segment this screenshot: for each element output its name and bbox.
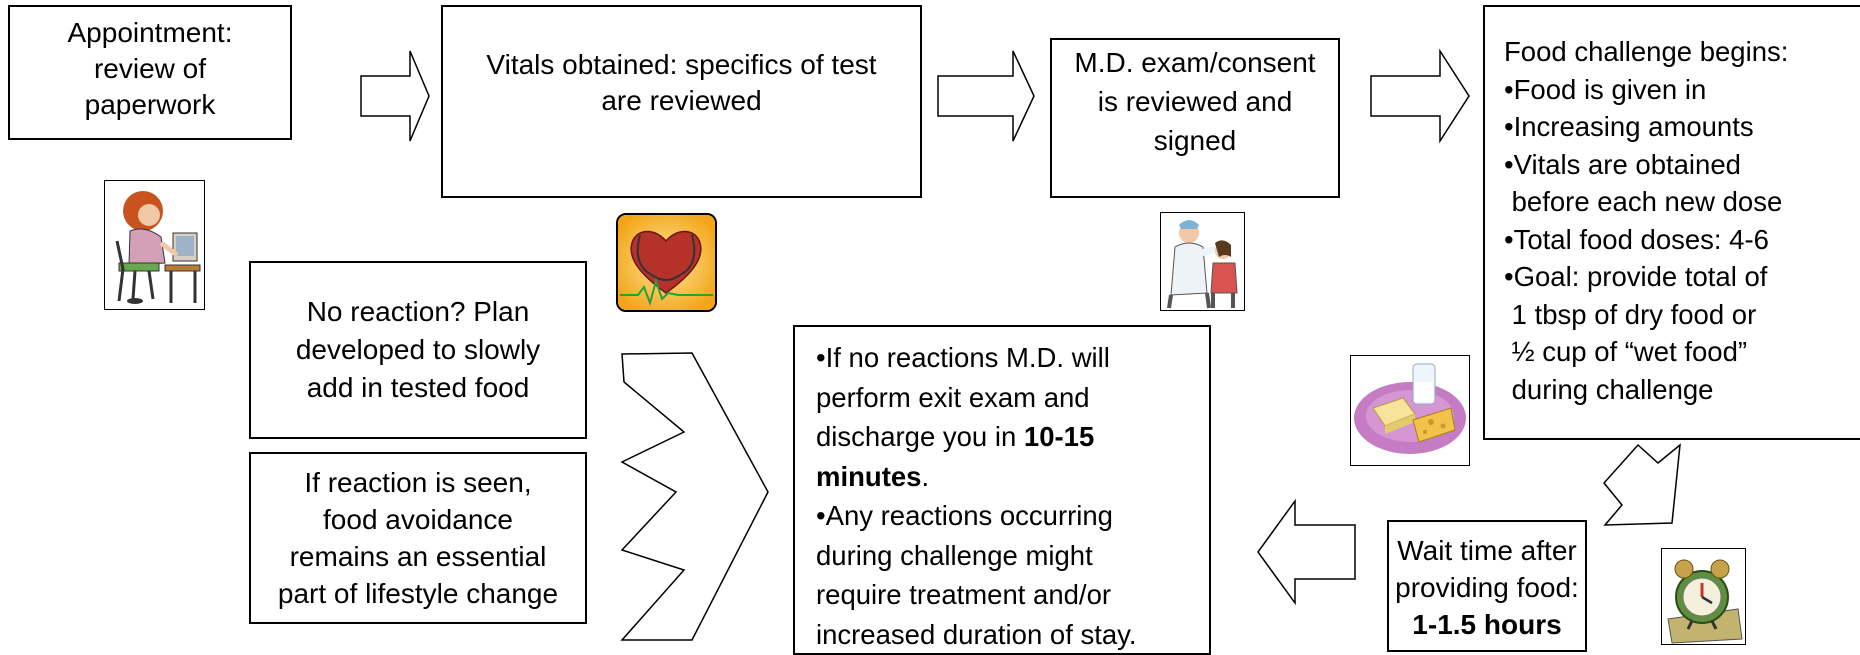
food-challenge-line-1: Food challenge begins: [1504,36,1789,67]
exit-line-3: discharge you in 10-15 [816,417,1209,457]
appointment-step-box: Appointment: review of paperwork [8,5,292,140]
woman-at-computer-icon [104,180,205,310]
md-exam-step-box: M.D. exam/consent is reviewed and signed [1050,38,1340,198]
wait-time-line-2: providing food: [1395,571,1579,603]
no-reaction-outcome-box: No reaction? Plan developed to slowly ad… [249,261,587,439]
food-challenge-line-10: during challenge [1504,373,1714,405]
arrow-icon [360,50,430,142]
md-exam-line-3: signed [1153,125,1237,156]
exit-discharge-minutes: 10-15 [1023,421,1095,452]
exit-line-1: •If no reactions M.D. will [816,342,1110,373]
exit-line-7: require treatment and/or [816,579,1112,610]
no-reaction-line-2: developed to slowly [295,334,541,365]
food-challenge-step-box: Food challenge begins: •Food is given in… [1483,5,1860,440]
food-challenge-line-9: ½ cup of “wet food” [1504,336,1748,367]
appointment-line-2: review of [93,52,207,84]
food-challenge-line-2: •Food is given in [1504,73,1707,105]
no-reaction-line-3: add in tested food [306,372,530,403]
reaction-seen-line-1: If reaction is seen, [304,467,532,498]
arrow-icon [1370,48,1470,144]
appointment-line-1: Appointment: [67,16,233,48]
exit-minutes-word: minutes [816,460,922,492]
arrow-icon [620,352,769,641]
vitals-line-2: are reviewed [601,85,762,116]
heart-stethoscope-icon [616,213,717,312]
wait-time-line-1: Wait time after [1397,534,1577,566]
arrow-icon [1257,498,1356,606]
exit-line-8: increased duration of stay. [816,618,1137,650]
reaction-seen-line-4: part of lifestyle change [277,578,559,609]
milk-cheese-plate-icon [1350,355,1470,466]
no-reaction-line-1: No reaction? Plan [306,296,530,327]
appointment-line-3: paperwork [84,88,216,120]
vitals-line-1: Vitals obtained: specifics of test [486,49,877,80]
food-challenge-line-8: 1 tbsp of dry food or [1504,298,1757,330]
food-challenge-line-7: •Goal: provide total of [1504,261,1768,292]
food-challenge-line-3: •Increasing amounts [1504,111,1754,142]
food-challenge-line-5: before each new dose [1504,186,1783,217]
vitals-step-box: Vitals obtained: specifics of test are r… [441,5,922,198]
food-challenge-line-6: •Total food doses: 4-6 [1504,223,1769,255]
reaction-seen-line-3: remains an essential [289,541,547,572]
exit-exam-step-box: •If no reactions M.D. will perform exit … [793,325,1211,655]
reaction-seen-outcome-box: If reaction is seen, food avoidance rema… [249,452,587,624]
exit-line-3-text: discharge you in [816,421,1024,452]
md-exam-line-2: is reviewed and [1097,86,1293,117]
arrow-icon [1603,443,1681,526]
exit-line-4-period: . [921,460,930,492]
reaction-seen-line-2: food avoidance [323,504,513,535]
exit-line-6: during challenge might [816,539,1093,571]
md-exam-line-1: M.D. exam/consent [1074,47,1316,78]
exit-line-4: minutes. [816,457,1209,497]
arrow-icon [937,50,1035,142]
food-challenge-line-4: •Vitals are obtained [1504,148,1741,180]
wait-time-step-box: Wait time after providing food: 1-1.5 ho… [1387,520,1587,652]
alarm-clock-icon [1661,548,1746,645]
exit-line-5: •Any reactions occurring [816,500,1113,531]
wait-time-duration: 1-1.5 hours [1412,608,1562,640]
doctor-child-exam-icon [1160,212,1245,311]
exit-line-2: perform exit exam and [816,381,1090,413]
